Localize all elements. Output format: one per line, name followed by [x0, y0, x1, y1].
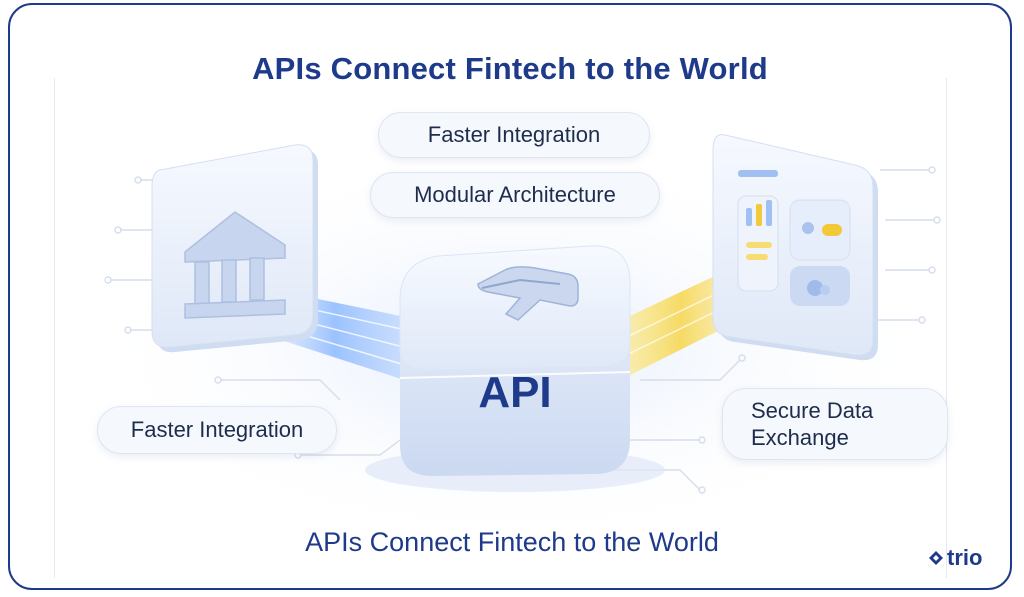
- pill-secure-data-line2: Exchange: [751, 425, 849, 450]
- bank-tile: [151, 144, 318, 353]
- diagram-title: APIs Connect Fintech to the World: [252, 51, 768, 86]
- bank-icon: [184, 211, 286, 319]
- api-hub-cube: [365, 245, 665, 492]
- api-hub-icon: [477, 266, 579, 321]
- diagram-caption: APIs Connect Fintech to the World: [305, 527, 719, 557]
- pill-modular-architecture: Modular Architecture: [370, 172, 660, 218]
- pill-faster-integration-top: Faster Integration: [378, 112, 650, 158]
- pill-secure-data-line1: Secure Data: [751, 398, 874, 423]
- dashboard-tile: [712, 134, 878, 361]
- trio-diamond-icon: [929, 551, 943, 565]
- right-guide-line: [946, 78, 947, 578]
- left-guide-line: [54, 78, 55, 578]
- dashboard-app-icon: [737, 170, 851, 306]
- trio-logo-text: trio: [947, 545, 983, 570]
- pill-faster-integration-left: Faster Integration: [97, 406, 337, 454]
- pill-secure-data-exchange: Secure Data Exchange: [722, 388, 948, 460]
- api-hub-label: API: [478, 368, 552, 417]
- trio-logo: trio: [928, 545, 982, 571]
